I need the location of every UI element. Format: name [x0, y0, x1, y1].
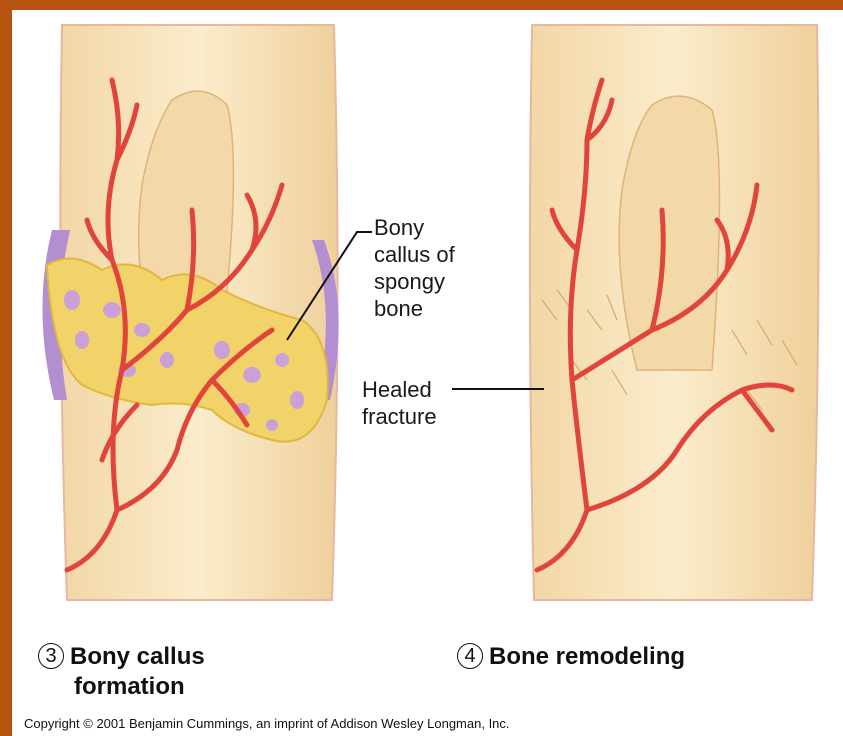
bone-healing-illustration — [12, 10, 843, 736]
caption-step-3: 3Bony callus formation — [38, 642, 205, 702]
step-number-3: 3 — [38, 643, 64, 669]
bone-stage-4 — [530, 25, 819, 600]
label-bony-callus: Bony callus of spongy bone — [374, 214, 455, 322]
label-healed-fracture: Healed fracture — [362, 376, 437, 430]
copyright-notice: Copyright © 2001 Benjamin Cummings, an i… — [24, 716, 510, 731]
step-number-4: 4 — [457, 643, 483, 669]
bone-stage-3 — [42, 25, 338, 600]
caption-step-4: 4Bone remodeling — [457, 642, 685, 672]
illustration-panel: Bony callus of spongy bone Healed fractu… — [12, 10, 843, 736]
